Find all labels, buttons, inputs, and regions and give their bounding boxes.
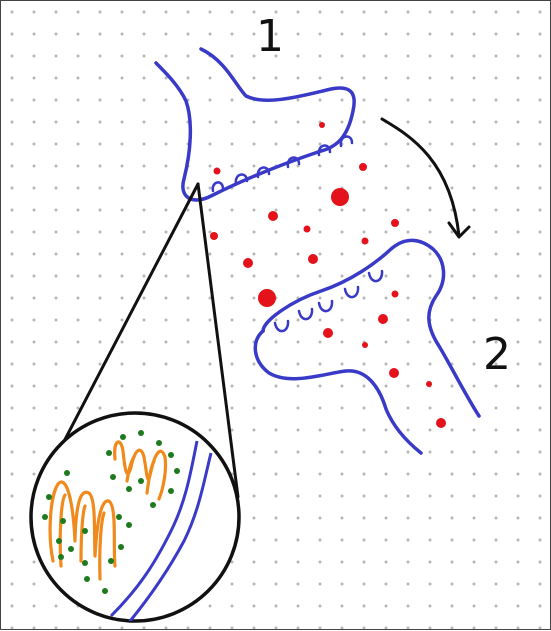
postsynaptic-receptor-bumps [273,269,384,333]
presynaptic-vesicle-bumps [211,135,354,193]
curved-arrow-icon [380,117,471,239]
magnified-membrane-outer [109,440,199,618]
presynaptic-membrane [154,47,356,202]
postsynaptic-membrane-lower [253,329,423,455]
neurotransmitter-molecules [210,122,446,428]
zoom-lines [57,182,240,499]
magnified-membrane-inner [124,452,213,621]
label-presynaptic: 1 [256,11,284,62]
magnified-view [29,411,241,623]
label-postsynaptic: 2 [483,329,511,380]
postsynaptic-membrane [261,238,481,418]
ribosome-dots [42,430,180,594]
